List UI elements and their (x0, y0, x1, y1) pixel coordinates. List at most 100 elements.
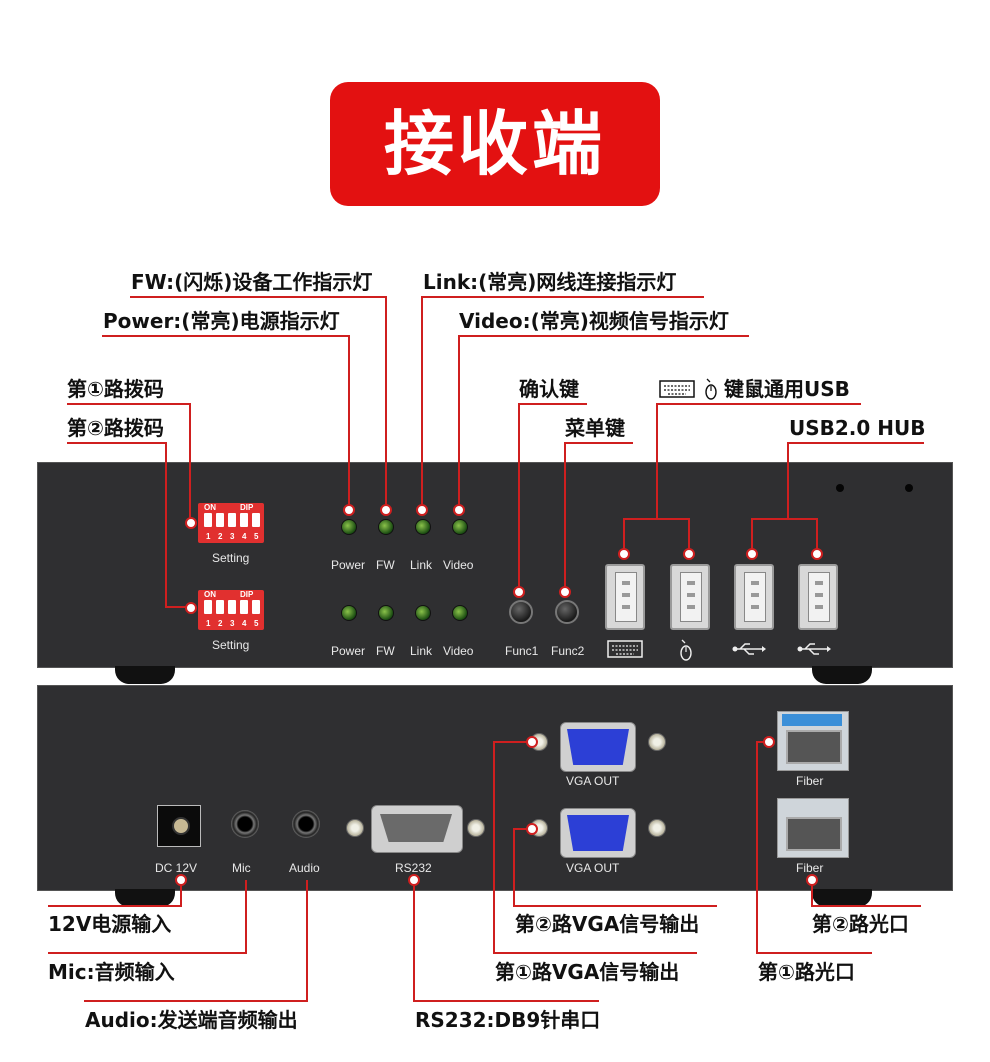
led-label-power: Power (331, 644, 366, 658)
callout-dot (416, 504, 428, 516)
callout-line (48, 905, 182, 907)
usb-port-hub-1[interactable] (734, 564, 774, 630)
dip-toggle[interactable] (228, 600, 236, 614)
power-led-1 (341, 519, 357, 535)
dip-number: 1 (206, 532, 211, 541)
callout-dip2: 第②路拨码 (67, 416, 164, 440)
callout-line (756, 952, 872, 954)
usb-port-mouse[interactable] (670, 564, 710, 630)
audio-label: Audio (289, 861, 320, 875)
callout-menu-key: 菜单键 (565, 416, 625, 440)
link-led-2 (415, 605, 431, 621)
callout-dot (683, 548, 695, 560)
video-led-1 (452, 519, 468, 535)
callout-line (657, 403, 861, 405)
usb-port-keyboard[interactable] (605, 564, 645, 630)
dc-jack-pin (172, 817, 190, 835)
callout-dot (746, 548, 758, 560)
setting-label-2: Setting (212, 638, 250, 652)
func1-button[interactable] (509, 600, 533, 624)
mic-label: Mic (232, 861, 251, 875)
callout-line (623, 518, 625, 550)
fiber-label-2: Fiber (796, 861, 824, 875)
callout-fiber1: 第①路光口 (758, 960, 855, 984)
dip-toggle[interactable] (240, 600, 248, 614)
fiber-port-2[interactable] (777, 798, 849, 858)
audio-jack[interactable] (292, 810, 320, 838)
led-label-video: Video (443, 558, 474, 572)
callout-line (787, 442, 789, 519)
dip-switch-2[interactable]: ON DIP 1 2 3 4 5 (198, 590, 264, 630)
led-label-video: Video (443, 644, 474, 658)
dip-number: 1 (206, 619, 211, 628)
callout-mic-input: Mic:音频输入 (48, 960, 175, 984)
callout-line (84, 1000, 308, 1002)
keyboard-icon (607, 640, 643, 658)
func2-button[interactable] (555, 600, 579, 624)
callout-line (623, 518, 689, 520)
vga-out-port-2[interactable] (560, 808, 636, 858)
callout-kb-mouse-usb: 键鼠通用USB (724, 377, 850, 401)
vga1-screw-right (648, 733, 666, 751)
callout-dot (185, 517, 197, 529)
callout-line (385, 296, 387, 506)
dip-switch-1[interactable]: ON DIP 1 2 3 4 5 (198, 503, 264, 543)
dip-dip-label: DIP (240, 590, 254, 599)
callout-dot (343, 504, 355, 516)
vga-out-label-2: VGA OUT (566, 861, 620, 875)
callout-power: Power:(常亮)电源指示灯 (103, 309, 340, 333)
callout-line (811, 884, 813, 906)
dip-toggle[interactable] (240, 513, 248, 527)
callout-line (245, 880, 247, 954)
dip-toggle[interactable] (204, 513, 212, 527)
dip-toggle[interactable] (216, 600, 224, 614)
rs232-port[interactable] (371, 805, 463, 853)
func1-label: Func1 (505, 644, 539, 658)
dc-label: DC 12V (155, 861, 198, 875)
dip-toggle[interactable] (252, 513, 260, 527)
fiber-port-1[interactable] (777, 711, 849, 771)
mic-jack[interactable] (231, 810, 259, 838)
callout-rs232: RS232:DB9针串口 (415, 1008, 601, 1032)
fiber-label-1: Fiber (796, 774, 824, 788)
callout-line (413, 1000, 599, 1002)
callout-line (189, 403, 191, 521)
led-label-fw: FW (376, 644, 395, 658)
callout-line (788, 442, 924, 444)
callout-link: Link:(常亮)网线连接指示灯 (423, 270, 677, 294)
vga-out-port-1[interactable] (560, 722, 636, 772)
callout-line (513, 828, 528, 830)
callout-vga1: 第①路VGA信号输出 (495, 960, 680, 984)
callout-line (513, 905, 717, 907)
usb-symbol-icon (797, 643, 831, 655)
dip-number: 3 (230, 532, 235, 541)
callout-line (811, 905, 921, 907)
front-foot-left (115, 666, 175, 684)
dip-toggle[interactable] (228, 513, 236, 527)
callout-line (756, 741, 758, 954)
led-label-link: Link (410, 558, 433, 572)
callout-line (493, 741, 495, 954)
callout-line (102, 335, 350, 337)
callout-dot (811, 548, 823, 560)
callout-line (816, 518, 818, 550)
callout-video: Video:(常亮)视频信号指示灯 (459, 309, 729, 333)
front-screw-hole-1 (836, 484, 844, 492)
dip-number: 4 (242, 619, 247, 628)
video-led-2 (452, 605, 468, 621)
callout-line (67, 403, 191, 405)
usb-port-hub-2[interactable] (798, 564, 838, 630)
vga2-screw-right (648, 819, 666, 837)
callout-line (756, 741, 765, 743)
callout-dot (380, 504, 392, 516)
dip-toggle[interactable] (204, 600, 212, 614)
dip-toggle[interactable] (216, 513, 224, 527)
front-foot-right (812, 666, 872, 684)
callout-audio-output: Audio:发送端音频输出 (85, 1008, 298, 1032)
front-screw-hole-2 (905, 484, 913, 492)
dip-toggle[interactable] (252, 600, 260, 614)
callout-line (518, 403, 520, 588)
callout-line (67, 442, 167, 444)
dip-number: 5 (254, 532, 259, 541)
callout-line (348, 335, 350, 506)
